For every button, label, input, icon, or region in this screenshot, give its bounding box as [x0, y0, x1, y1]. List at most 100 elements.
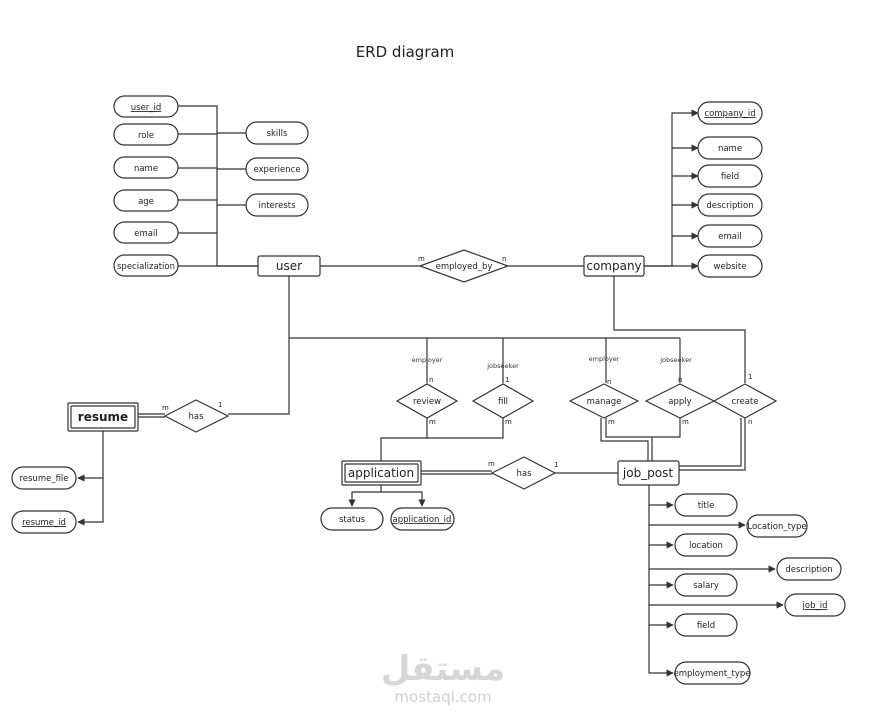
entity-user[interactable]: user — [257, 255, 321, 277]
role-jobseeker-apply: jobseeker — [659, 356, 692, 364]
attr-label: skills — [267, 129, 288, 139]
rel-create[interactable]: create — [712, 383, 778, 419]
entity-label: company — [586, 259, 641, 273]
rel-review[interactable]: review — [395, 383, 459, 419]
card-resume-1: 1 — [218, 401, 222, 409]
attr-label: experience — [253, 165, 300, 175]
card-resume-m: m — [162, 404, 169, 412]
user-attr-email[interactable]: email — [113, 221, 179, 244]
company-attr-description[interactable]: description — [697, 193, 763, 217]
attr-label: title — [698, 501, 715, 511]
watermark-text: mostaql.com — [394, 688, 491, 706]
application-attr-status[interactable]: status — [320, 507, 384, 531]
company-attr-field[interactable]: field — [697, 164, 763, 188]
attr-label: resume_file — [19, 474, 68, 484]
rel-label: fill — [498, 397, 508, 407]
job_post-attr-salary[interactable]: salary — [674, 573, 738, 597]
user-attr-name[interactable]: name — [113, 156, 179, 179]
card-fill-1: 1 — [505, 376, 509, 384]
role-jobseeker-fill: jobseeker — [486, 362, 519, 370]
user-attr-user_id[interactable]: user_id — [113, 95, 179, 118]
rel-employed_by[interactable]: employed_by — [418, 249, 510, 283]
attr-label: interests — [258, 201, 296, 211]
job_post-attr-location_type[interactable]: Location_type — [746, 514, 808, 538]
rel-label: manage — [587, 397, 622, 407]
job_post-attr-employment_type[interactable]: employment_type — [674, 661, 751, 685]
card-employed_by-n: n — [502, 255, 506, 263]
attr-label: job_id — [802, 601, 828, 611]
job_post-attr-job_id[interactable]: job_id — [784, 593, 846, 617]
company-attr-website[interactable]: website — [697, 254, 763, 278]
entity-label: resume — [78, 410, 128, 424]
card-apply-n: n — [678, 376, 682, 384]
company-attr-email[interactable]: email — [697, 224, 763, 248]
attr-label: field — [697, 621, 715, 631]
attr-label: description — [706, 201, 753, 211]
job_post-attr-field[interactable]: field — [674, 613, 738, 637]
attr-label: location — [689, 541, 723, 551]
card-create-n: n — [748, 418, 752, 426]
entity-job_post[interactable]: job_post — [617, 460, 680, 486]
edges — [77, 105, 784, 677]
attr-label: name — [718, 144, 742, 154]
resume-attr-resume_id[interactable]: resume_id — [11, 510, 77, 534]
resume-attr-resume_file[interactable]: resume_file — [11, 466, 77, 490]
card-application-m: m — [488, 460, 495, 468]
card-fill-m: m — [505, 418, 512, 426]
attr-label: email — [134, 229, 157, 239]
attr-label: application_id — [393, 515, 452, 525]
user-attr-skills[interactable]: skills — [245, 121, 309, 145]
attr-label: employment_type — [674, 669, 751, 679]
card-employed_by-m: m — [418, 255, 425, 263]
attr-label: resume_id — [22, 518, 66, 528]
card-application-1: 1 — [554, 461, 558, 469]
company-attr-name[interactable]: name — [697, 136, 763, 160]
entity-label: job_post — [622, 466, 674, 480]
role-employer-review: employer — [412, 356, 443, 364]
rel-label: create — [732, 397, 759, 407]
attr-label: company_id — [704, 109, 755, 119]
attr-label: specialization — [117, 262, 175, 272]
card-create-1: 1 — [748, 373, 752, 381]
card-apply-m: m — [682, 418, 689, 426]
job_post-attr-location[interactable]: location — [674, 533, 738, 557]
rel-apply[interactable]: apply — [644, 383, 716, 419]
rel-manage[interactable]: manage — [568, 383, 640, 419]
entity-application[interactable]: application — [341, 460, 422, 486]
attr-label: description — [785, 565, 832, 575]
rel-label: employed_by — [436, 262, 493, 272]
application-attr-application_id[interactable]: application_id — [390, 507, 455, 531]
user-attr-age[interactable]: age — [113, 189, 179, 212]
user-attr-role[interactable]: role — [113, 123, 179, 146]
company-attr-company_id[interactable]: company_id — [697, 101, 763, 125]
watermark-logo: مستقل — [381, 649, 505, 689]
card-review-n: n — [429, 376, 433, 384]
user-attr-interests[interactable]: interests — [245, 193, 309, 217]
rel-label: has — [516, 469, 532, 479]
user-attr-specialization[interactable]: specialization — [113, 254, 179, 277]
role-employer-manage: employer — [589, 355, 620, 363]
rel-label: apply — [668, 397, 691, 407]
entity-label: application — [348, 466, 414, 480]
attr-label: name — [134, 164, 158, 174]
attr-label: role — [138, 131, 154, 141]
attr-label: website — [714, 262, 747, 272]
rel-has-application[interactable]: has — [490, 456, 557, 490]
card-review-m: m — [429, 418, 436, 426]
attr-label: user_id — [131, 103, 162, 113]
entity-company[interactable]: company — [583, 255, 645, 277]
rel-fill[interactable]: fill — [471, 383, 535, 419]
entity-resume[interactable]: resume — [67, 402, 139, 432]
rel-has-resume[interactable]: has — [163, 399, 230, 433]
user-attr-experience[interactable]: experience — [245, 157, 309, 181]
attr-label: Location_type — [747, 522, 806, 532]
job_post-attr-title[interactable]: title — [674, 493, 738, 517]
card-manage-m: m — [608, 418, 615, 426]
attr-label: email — [718, 232, 741, 242]
attr-label: field — [721, 172, 739, 182]
rel-label: review — [413, 397, 441, 407]
rel-label: has — [188, 412, 204, 422]
job_post-attr-description[interactable]: description — [776, 557, 842, 581]
card-manage-n: n — [607, 378, 611, 386]
